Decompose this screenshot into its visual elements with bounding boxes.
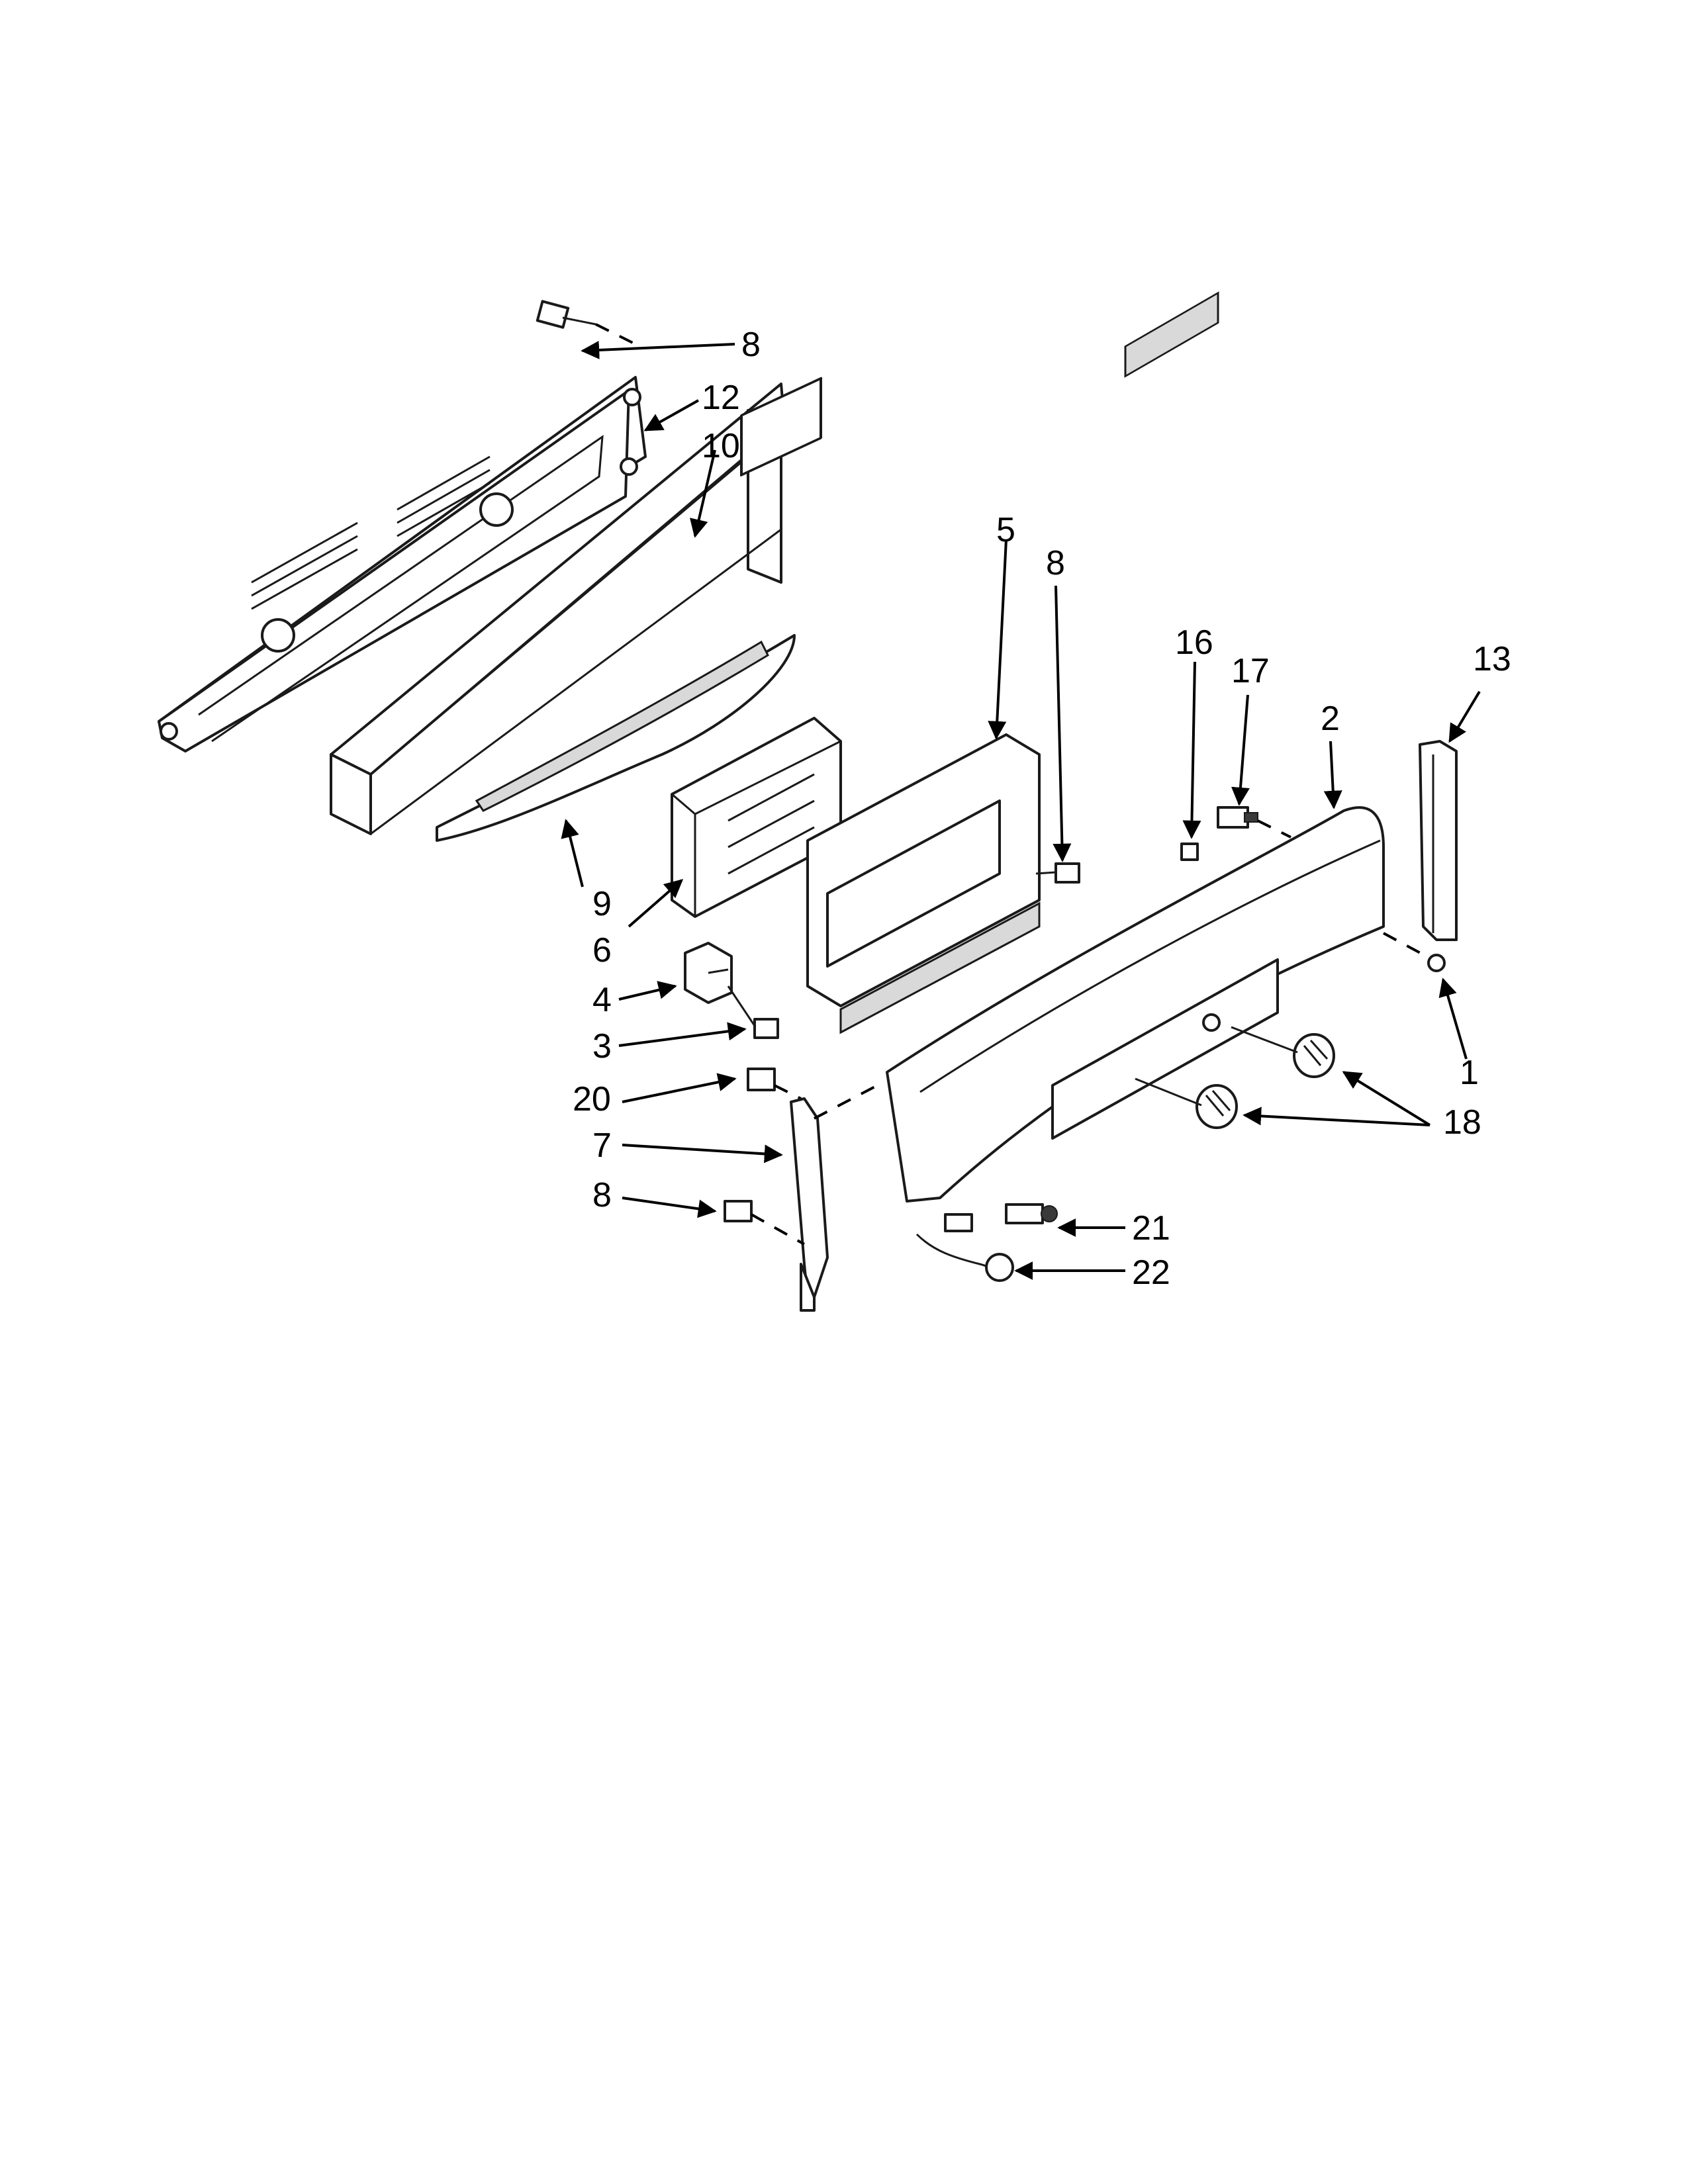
callout-16: 16: [1175, 623, 1213, 662]
callout-4: 4: [592, 981, 612, 1019]
callout-21: 21: [1132, 1209, 1170, 1248]
knob-part-18-lower: [1196, 1084, 1238, 1129]
part-21: [1005, 1203, 1058, 1224]
console-panel-part-2: [886, 291, 1385, 1203]
callout-8-lower: 8: [592, 1176, 612, 1214]
leader-lines: [561, 340, 1481, 1280]
callout-1: 1: [1460, 1054, 1479, 1092]
screw-part-1: [1427, 954, 1446, 972]
part-22: [915, 1213, 1014, 1282]
callout-20: 20: [573, 1080, 611, 1118]
display-frame-part-5: [806, 733, 1041, 1034]
trim-strip-part-9: [436, 634, 796, 842]
callout-10: 10: [702, 427, 740, 465]
control-board-part-6: [671, 377, 842, 918]
callout-18: 18: [1443, 1103, 1481, 1142]
callout-2: 2: [1321, 700, 1340, 738]
callout-12: 12: [702, 379, 740, 417]
callout-8-middle: 8: [1046, 544, 1065, 582]
screw-part-8-lower: [724, 1200, 753, 1222]
screw-part-8-middle: [1035, 862, 1080, 884]
callout-13: 13: [1473, 640, 1511, 678]
part-17: [1217, 806, 1258, 829]
screw-part-3: [753, 1018, 779, 1039]
screw-part-8-top: [536, 300, 596, 329]
callout-17: 17: [1231, 652, 1270, 690]
knob-part-18-upper: [1293, 1033, 1335, 1078]
callout-3: 3: [592, 1027, 612, 1066]
callout-8-top: 8: [741, 326, 761, 364]
callout-9: 9: [592, 885, 612, 923]
side-bracket-part-13: [1419, 740, 1458, 941]
callout-6: 6: [592, 931, 612, 970]
callout-5: 5: [996, 511, 1015, 549]
callout-7: 7: [592, 1126, 612, 1165]
channel-part-10: [330, 383, 786, 835]
part-4: [684, 942, 733, 1004]
callout-22: 22: [1132, 1253, 1170, 1292]
side-bracket-part-7: [790, 1097, 829, 1312]
screw-part-20: [747, 1068, 776, 1091]
rear-panel-bracket-part-12: [158, 376, 647, 752]
part-16: [1180, 842, 1199, 861]
